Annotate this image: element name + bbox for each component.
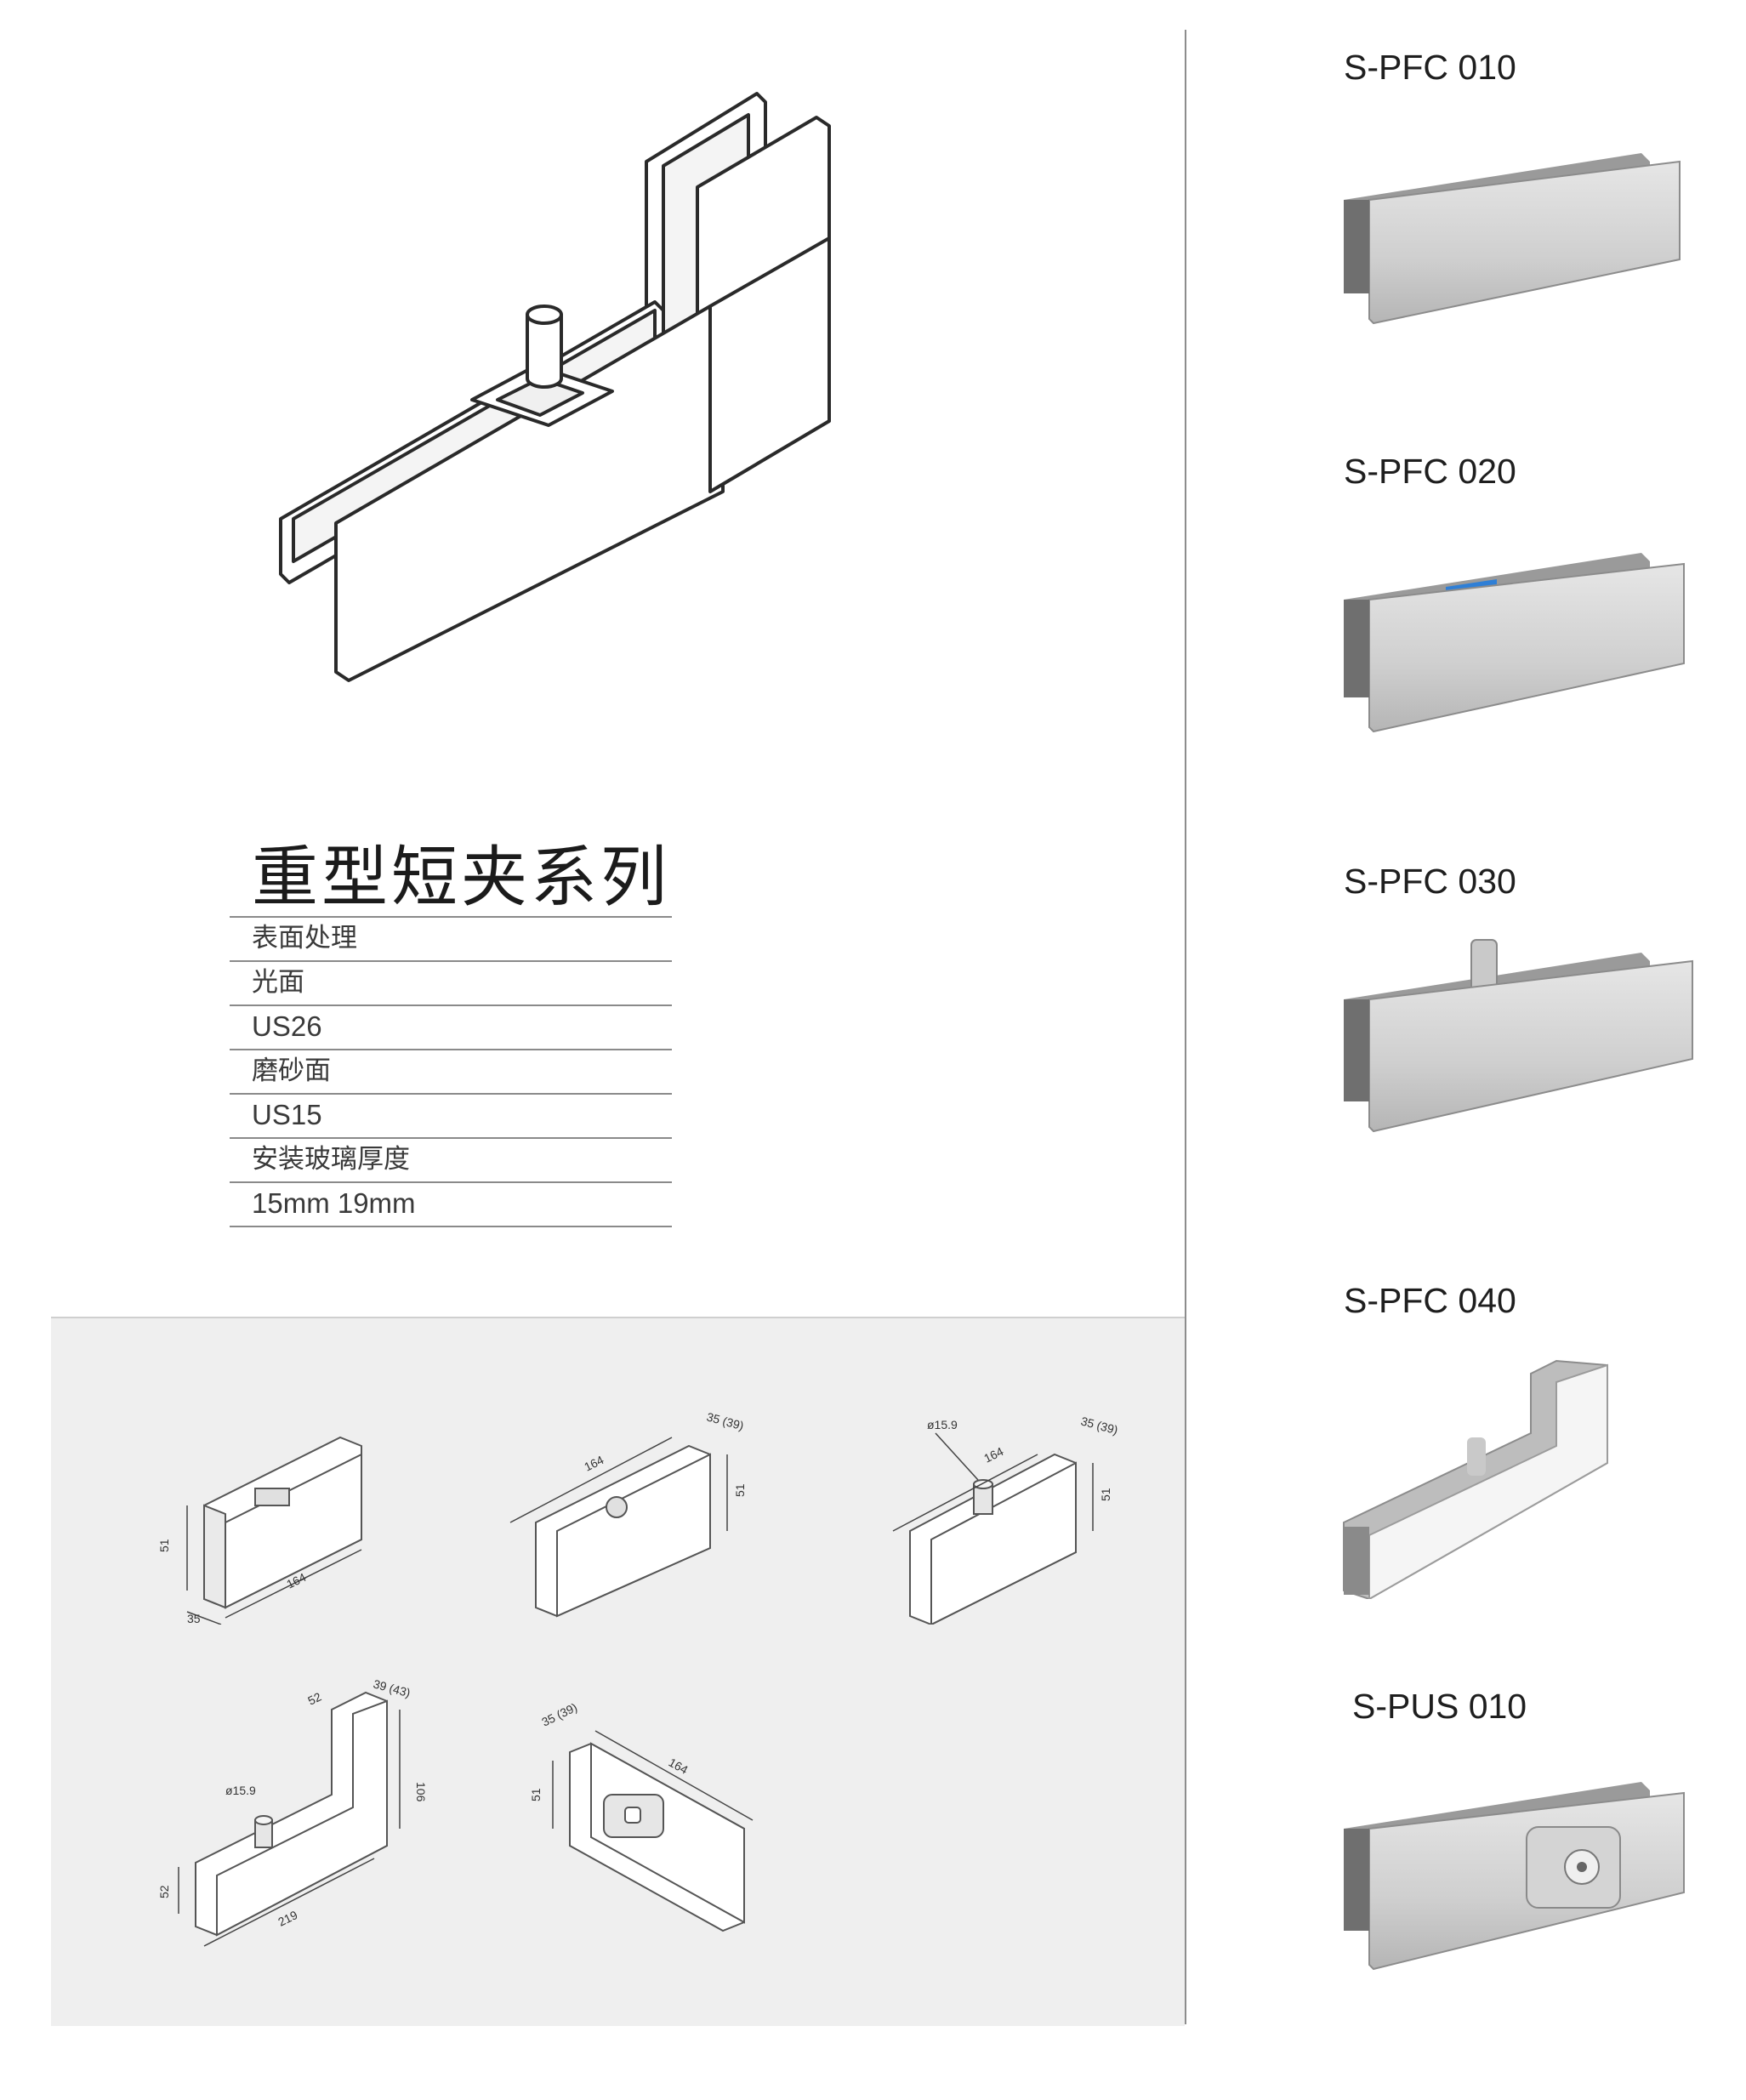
dim-label: ø15.9 [927, 1418, 958, 1431]
dim-label: 35 (39) [539, 1701, 579, 1729]
product-photo-s-pfc-030 [1344, 939, 1693, 1133]
product-photo-s-pfc-020 [1344, 553, 1685, 733]
spec-row-polished: 光面 [230, 960, 672, 1004]
model-label-s-pfc-010: S-PFC 010 [1344, 48, 1516, 87]
dim-label: 35 [187, 1612, 201, 1625]
spec-row-thickness-values: 15mm 19mm [230, 1181, 672, 1227]
spec-row-satin: 磨砂面 [230, 1049, 672, 1093]
product-photo-s-pfc-040 [1343, 1359, 1608, 1599]
drawing-pfc030: ø15.9 164 35 (39) 51 [892, 1414, 1119, 1625]
spec-row-glass-thickness: 安装玻璃厚度 [230, 1137, 672, 1181]
drawing-pfc040: 52 39 (43) ø15.9 106 52 219 [157, 1676, 428, 1947]
model-label-s-pfc-020: S-PFC 020 [1344, 452, 1516, 491]
product-photo-s-pfc-010 [1344, 153, 1681, 325]
spec-row-us15: US15 [230, 1093, 672, 1137]
dim-label: 219 [276, 1908, 299, 1929]
dim-label: 39 (43) [372, 1676, 412, 1699]
dim-label: 164 [981, 1444, 1005, 1465]
model-label-s-pfc-030: S-PFC 030 [1344, 862, 1516, 901]
dim-label: 51 [1099, 1488, 1112, 1501]
hero-line-drawing [279, 92, 831, 682]
dim-label: 35 (39) [1079, 1414, 1119, 1437]
drawing-pus010: 35 (39) 164 51 [529, 1701, 754, 1932]
drawing-pfc020: 164 35 (39) 51 [509, 1409, 747, 1618]
dim-label: 52 [157, 1885, 171, 1898]
model-label-s-pus-010: S-PUS 010 [1352, 1687, 1527, 1726]
dim-label: 106 [414, 1782, 428, 1802]
dim-label: ø15.9 [225, 1784, 256, 1797]
spec-row-us26: US26 [230, 1004, 672, 1049]
product-photo-s-pus-010 [1344, 1782, 1685, 1971]
drawing-pfc010: 51 164 35 [157, 1436, 362, 1625]
dim-label: 51 [157, 1539, 171, 1552]
dim-label: 164 [582, 1453, 606, 1474]
dim-label: 35 (39) [705, 1409, 745, 1432]
series-title: 重型短夹系列 [252, 839, 671, 916]
dim-label: 51 [529, 1788, 543, 1801]
spec-table: 表面处理 光面 US26 磨砂面 US15 安装玻璃厚度 15mm 19mm [230, 916, 672, 1227]
dim-label: 51 [733, 1483, 747, 1497]
vertical-divider [1185, 30, 1186, 2024]
model-label-s-pfc-040: S-PFC 040 [1344, 1281, 1516, 1320]
technical-drawings-panel: 51 164 35 164 35 (39) 51 ø15.9 164 35 (3… [51, 1317, 1185, 2026]
spec-row-surface-treatment: 表面处理 [230, 916, 672, 960]
dim-label: 52 [305, 1689, 323, 1707]
